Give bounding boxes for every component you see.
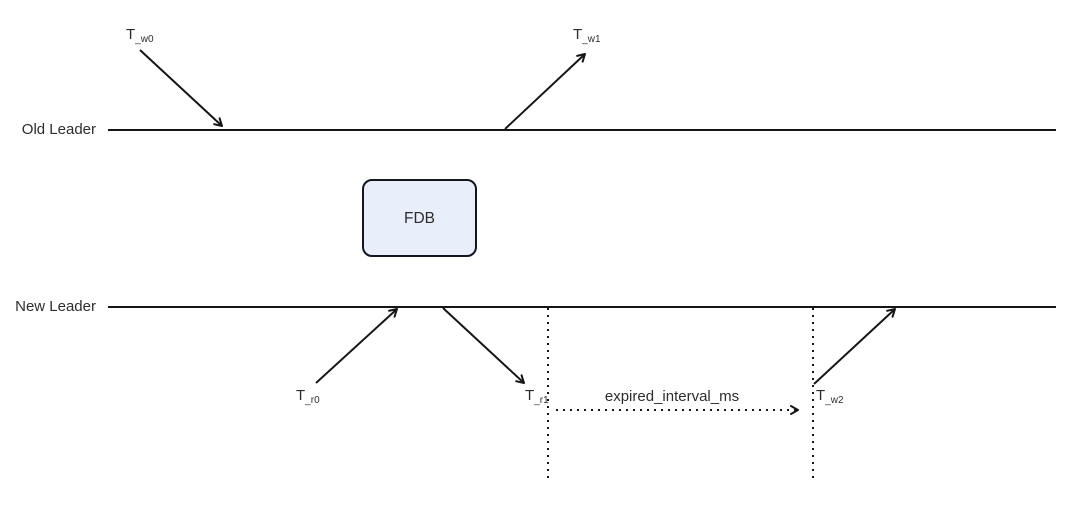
event-tw1-sub: _w1 <box>582 34 601 45</box>
lane-label-old-leader: Old Leader <box>21 121 96 138</box>
arrow-tr0-to-new-leader <box>315 308 398 384</box>
event-tw2-sub: _w2 <box>825 395 844 406</box>
event-tw0-sub: _w0 <box>135 34 154 45</box>
event-label-tr1: T_r1 <box>525 387 549 409</box>
event-tw1-base: T <box>573 26 583 43</box>
event-tr1-sub: _r1 <box>534 395 549 406</box>
fdb-node-label: FDB <box>404 209 435 227</box>
arrow-tw2-to-new-leader <box>813 308 896 385</box>
lane-label-new-leader: New Leader <box>15 298 96 315</box>
expired-interval-label: expired_interval_ms <box>604 388 740 405</box>
event-tr0-base: T <box>296 387 306 404</box>
arrow-tr1-from-new-leader <box>442 307 525 384</box>
event-label-tw0: T_w0 <box>126 26 154 48</box>
arrow-tw1-from-old-leader <box>504 53 586 130</box>
arrow-tw0-write-to-old-leader <box>139 49 223 127</box>
event-tr1-base: T <box>525 387 535 404</box>
event-tr0-sub: _r0 <box>305 395 320 406</box>
event-tw2-base: T <box>816 387 826 404</box>
event-label-tw2: T_w2 <box>816 387 844 409</box>
event-label-tw1: T_w1 <box>573 26 601 48</box>
event-label-tr0: T_r0 <box>296 387 320 409</box>
event-tw0-base: T <box>126 26 136 43</box>
fdb-node <box>362 179 477 257</box>
